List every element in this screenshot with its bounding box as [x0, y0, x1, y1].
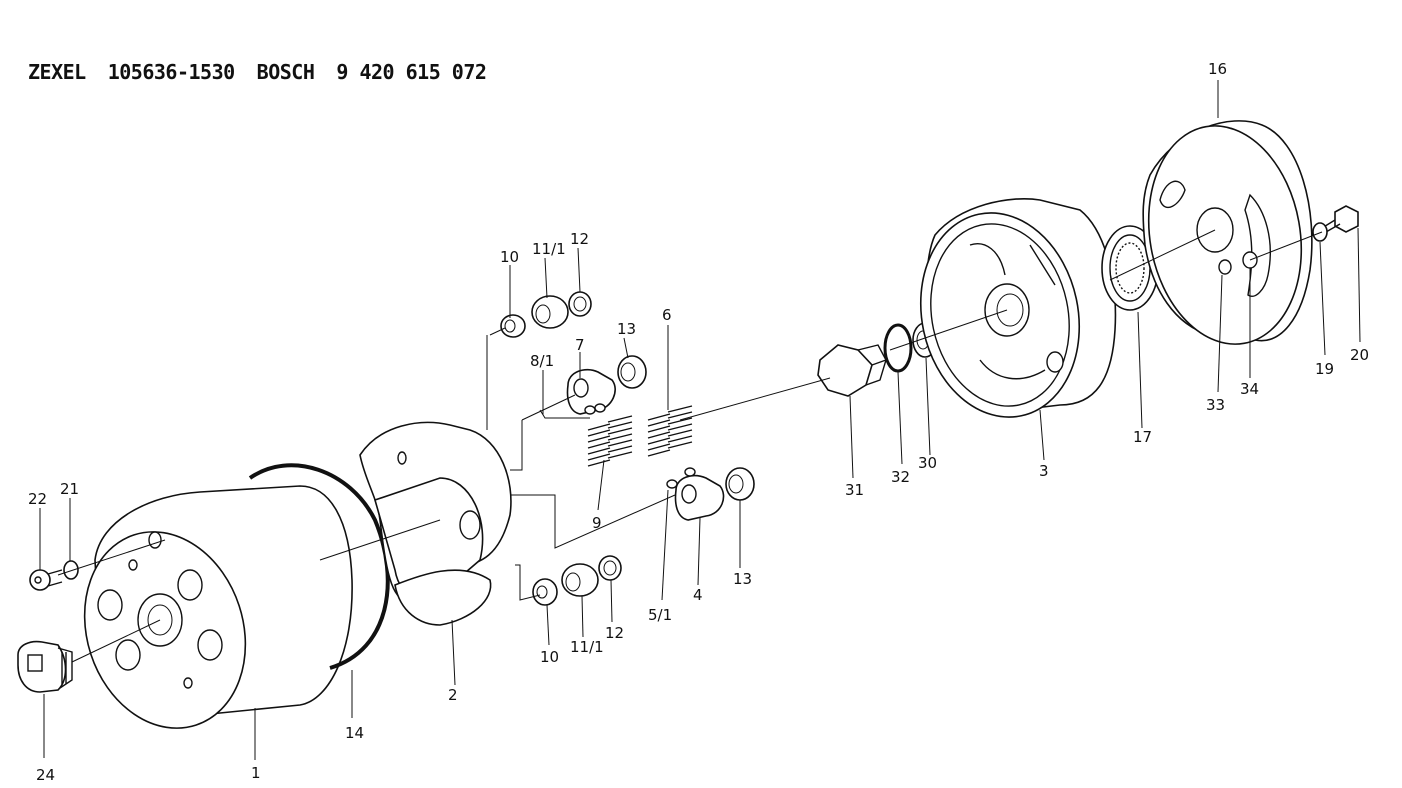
- sleeve-part-11-1-lower: [561, 563, 599, 597]
- callout-3: 3: [1039, 462, 1049, 480]
- hub-part-2: [359, 421, 512, 626]
- callout-33: 33: [1206, 396, 1225, 414]
- callout-16: 16: [1208, 60, 1227, 78]
- washer-part-13-upper: [617, 355, 647, 389]
- bolt-part-20: [1321, 205, 1359, 233]
- washer-part-21: [63, 560, 79, 580]
- callout-10-lower: 10: [540, 648, 559, 666]
- o-ring-part-32: [883, 323, 913, 373]
- sleeve-part-11-1-upper: [531, 295, 569, 329]
- washer-part-19: [1312, 222, 1328, 242]
- callout-30: 30: [918, 454, 937, 472]
- callout-11-1-upper: 11/1: [532, 240, 566, 258]
- callout-13-lower: 13: [733, 570, 752, 588]
- callout-8-1: 8/1: [530, 352, 554, 370]
- part-number-bosch: 9 420 615 072: [336, 60, 487, 84]
- callout-31: 31: [845, 481, 864, 499]
- callout-14: 14: [345, 724, 364, 742]
- callout-5-1: 5/1: [648, 606, 672, 624]
- shim-part-8-1: [584, 403, 606, 415]
- callout-21: 21: [60, 480, 79, 498]
- callout-labels: 10 11/1 12 13 7 8/1 6 9 5/1 4 13 10 11/1…: [28, 60, 1369, 784]
- brand-zexel: ZEXEL: [28, 60, 86, 84]
- ring-part-12-lower: [598, 555, 622, 581]
- spring-part-9: [587, 415, 633, 467]
- plug-part-24: [17, 640, 73, 693]
- washer-part-13-lower: [725, 467, 755, 501]
- bushing-part-10-lower: [532, 578, 558, 606]
- brand-bosch: BOSCH: [256, 60, 315, 84]
- callout-10-upper: 10: [500, 248, 519, 266]
- callout-2: 2: [448, 686, 458, 704]
- callout-22: 22: [28, 490, 47, 508]
- leader-lines: [39, 80, 1361, 760]
- snap-ring-part-14: [248, 463, 390, 670]
- callout-12-upper: 12: [570, 230, 589, 248]
- callout-1: 1: [251, 764, 261, 782]
- spring-seat-part-7: [566, 368, 616, 415]
- spring-part-6: [647, 405, 693, 457]
- callout-12-lower: 12: [605, 624, 624, 642]
- cover-part-16: [1142, 120, 1313, 345]
- callout-32: 32: [891, 468, 910, 486]
- housing-part-1: [83, 485, 353, 729]
- bushing-part-10-upper: [500, 314, 526, 338]
- callout-6: 6: [662, 306, 672, 324]
- callout-4: 4: [693, 586, 703, 604]
- callout-13-upper: 13: [617, 320, 636, 338]
- callout-7: 7: [575, 336, 585, 354]
- callout-34: 34: [1240, 380, 1259, 398]
- callout-11-1-lower: 11/1: [570, 638, 604, 656]
- shim-part-5-1: [666, 467, 696, 489]
- timer-housing-part-3: [919, 197, 1117, 418]
- ring-part-12-upper: [568, 291, 592, 317]
- assembly-lines: [57, 229, 1323, 663]
- nut-part-31: [817, 344, 887, 397]
- callout-24: 24: [36, 766, 55, 784]
- callout-20: 20: [1350, 346, 1369, 364]
- part-number-zexel: 105636-1530: [107, 60, 235, 84]
- callout-9: 9: [592, 514, 602, 532]
- callout-19: 19: [1315, 360, 1334, 378]
- callout-17: 17: [1133, 428, 1152, 446]
- spring-seat-part-4: [674, 474, 725, 521]
- screw-part-22: [29, 569, 63, 591]
- diagram-header: ZEXEL 105636-1530 BOSCH 9 420 615 072: [28, 60, 508, 84]
